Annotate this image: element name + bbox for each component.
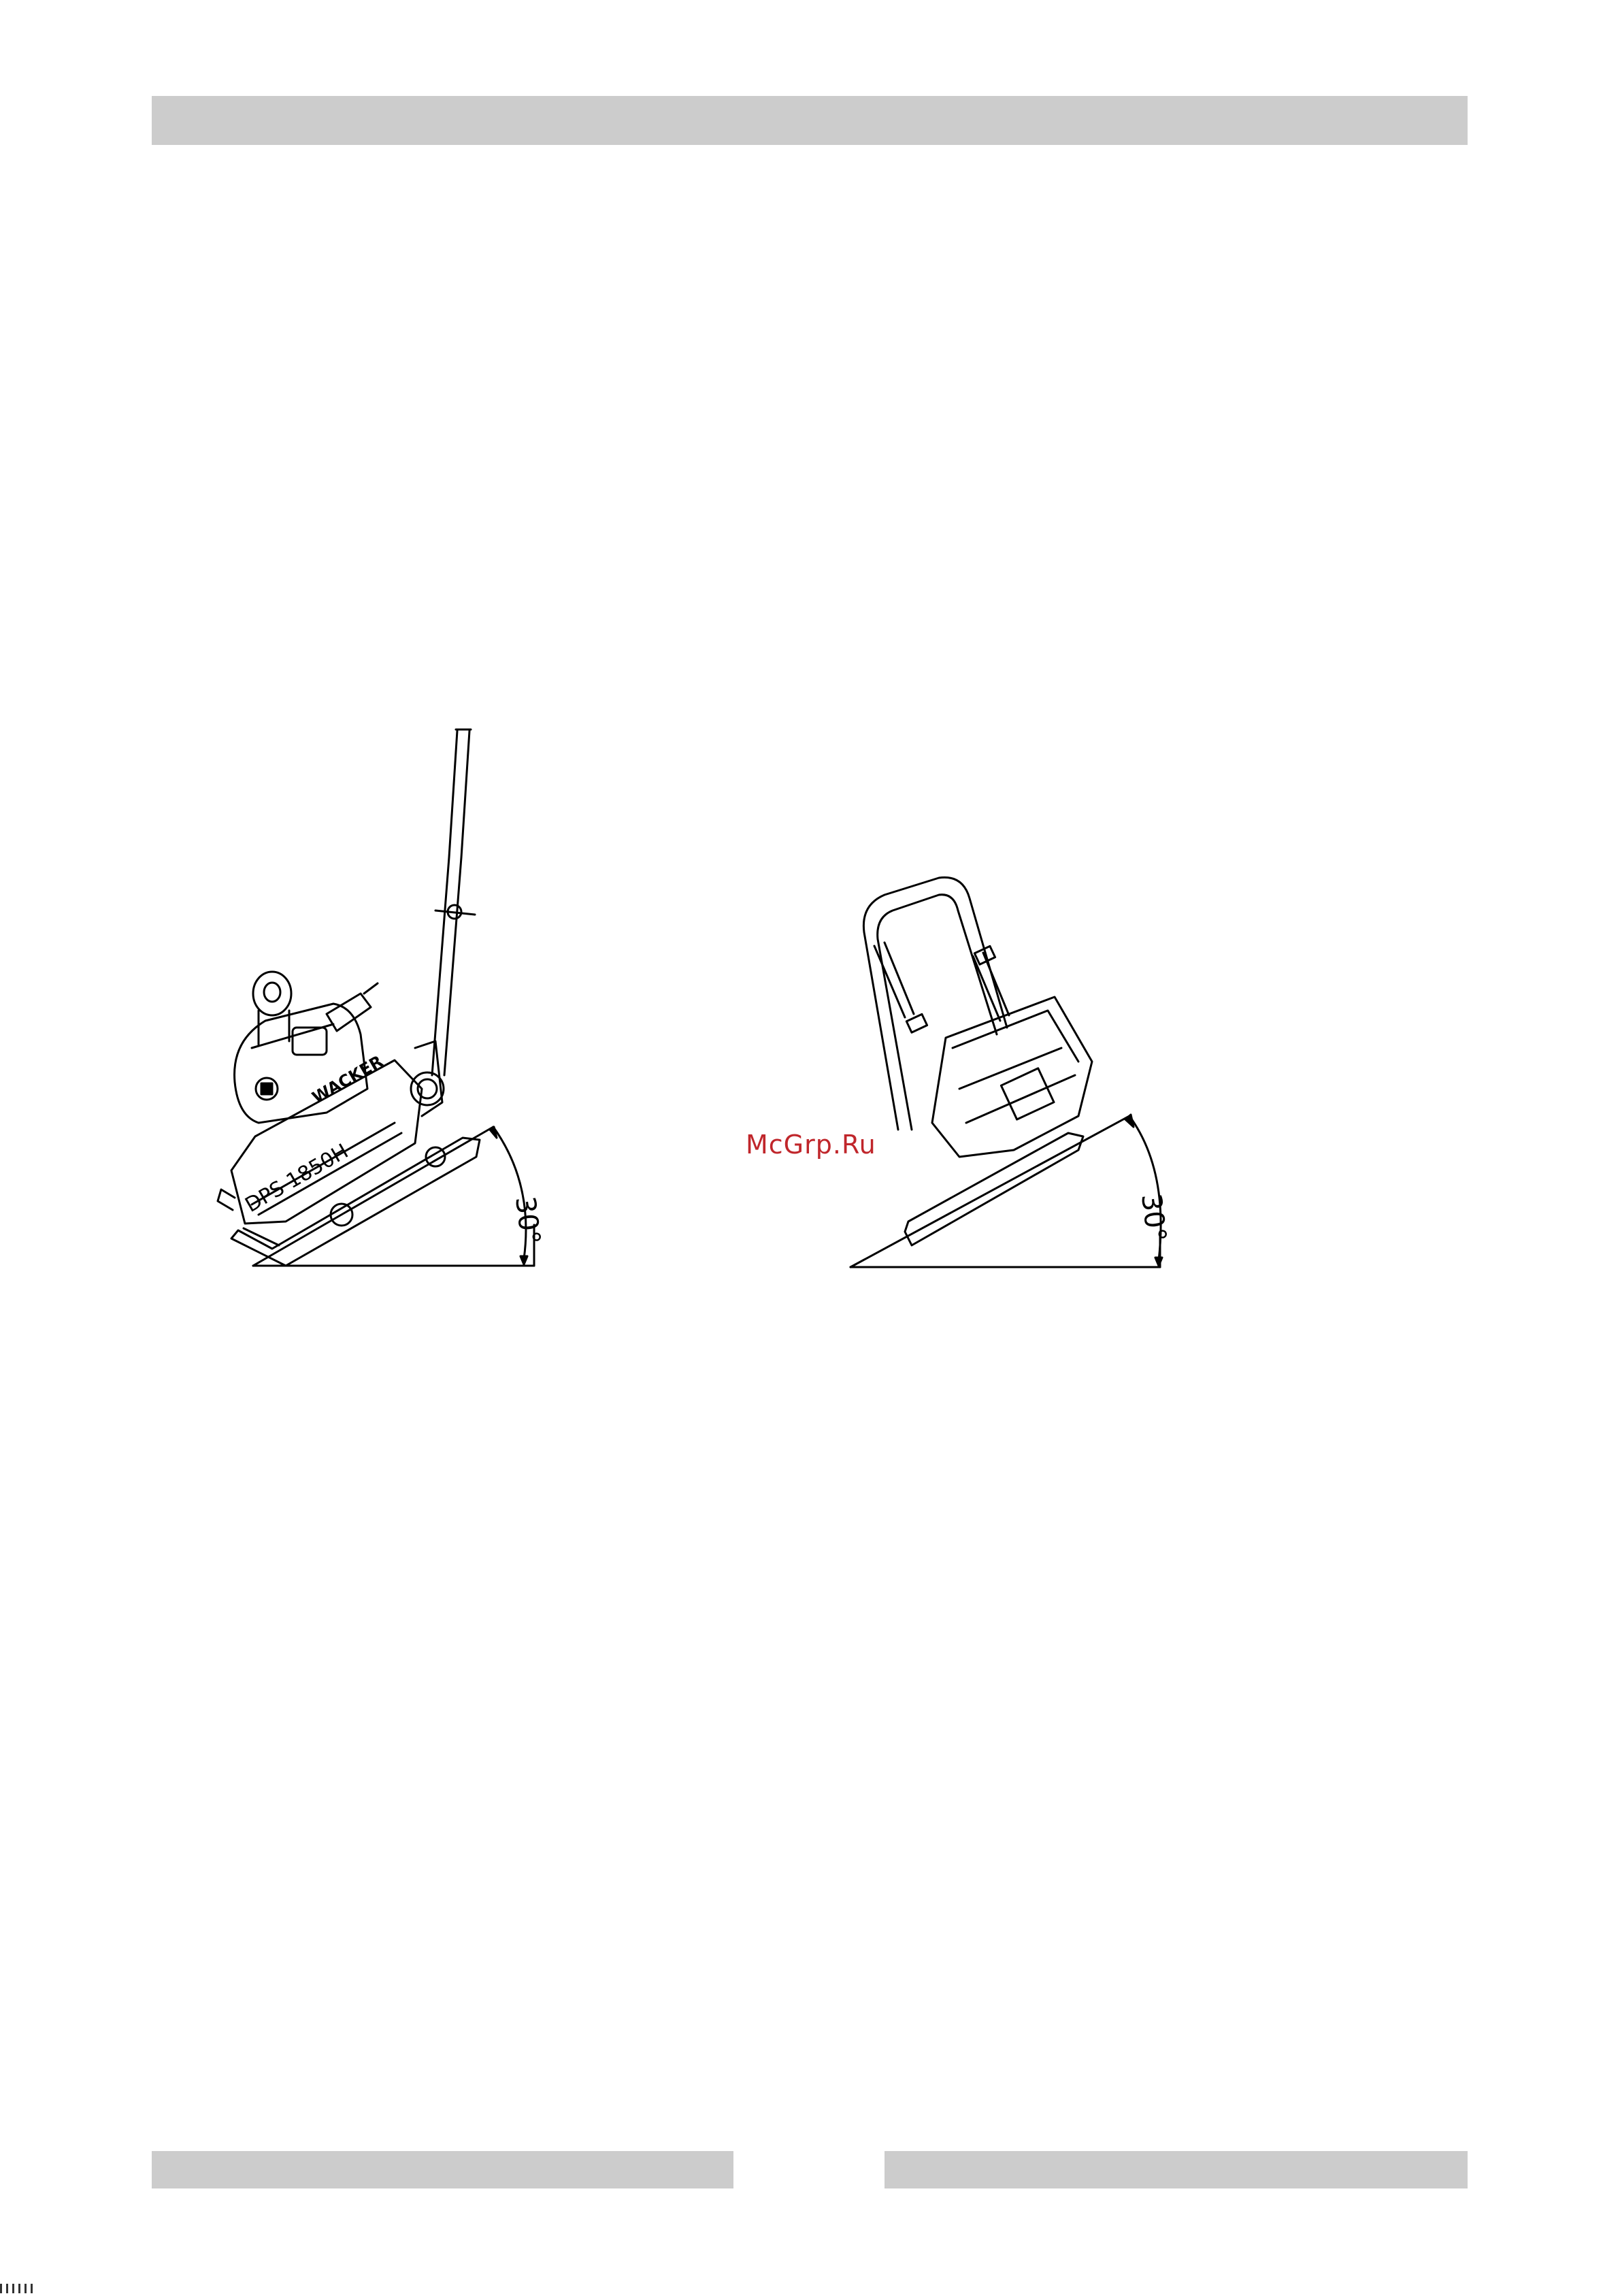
slope-line [850, 1116, 1129, 1267]
compactor-side-drawing: WACKER DPS 1850H 30° [191, 721, 572, 1293]
angle-label: 30° [509, 1195, 546, 1247]
figure-front-view: 30° [844, 830, 1231, 1293]
brand-label: WACKER [309, 1051, 386, 1107]
watermark-text: McGrp.Ru [746, 1130, 876, 1160]
header-bar [152, 96, 1468, 145]
compactor-front-drawing: 30° [844, 830, 1231, 1293]
angle-label: 30° [1135, 1192, 1172, 1244]
scan-marks [0, 2283, 95, 2293]
footer-bar-left [152, 2151, 733, 2188]
footer-bar-right [885, 2151, 1468, 2188]
figure-side-view: WACKER DPS 1850H 30° [191, 721, 572, 1293]
